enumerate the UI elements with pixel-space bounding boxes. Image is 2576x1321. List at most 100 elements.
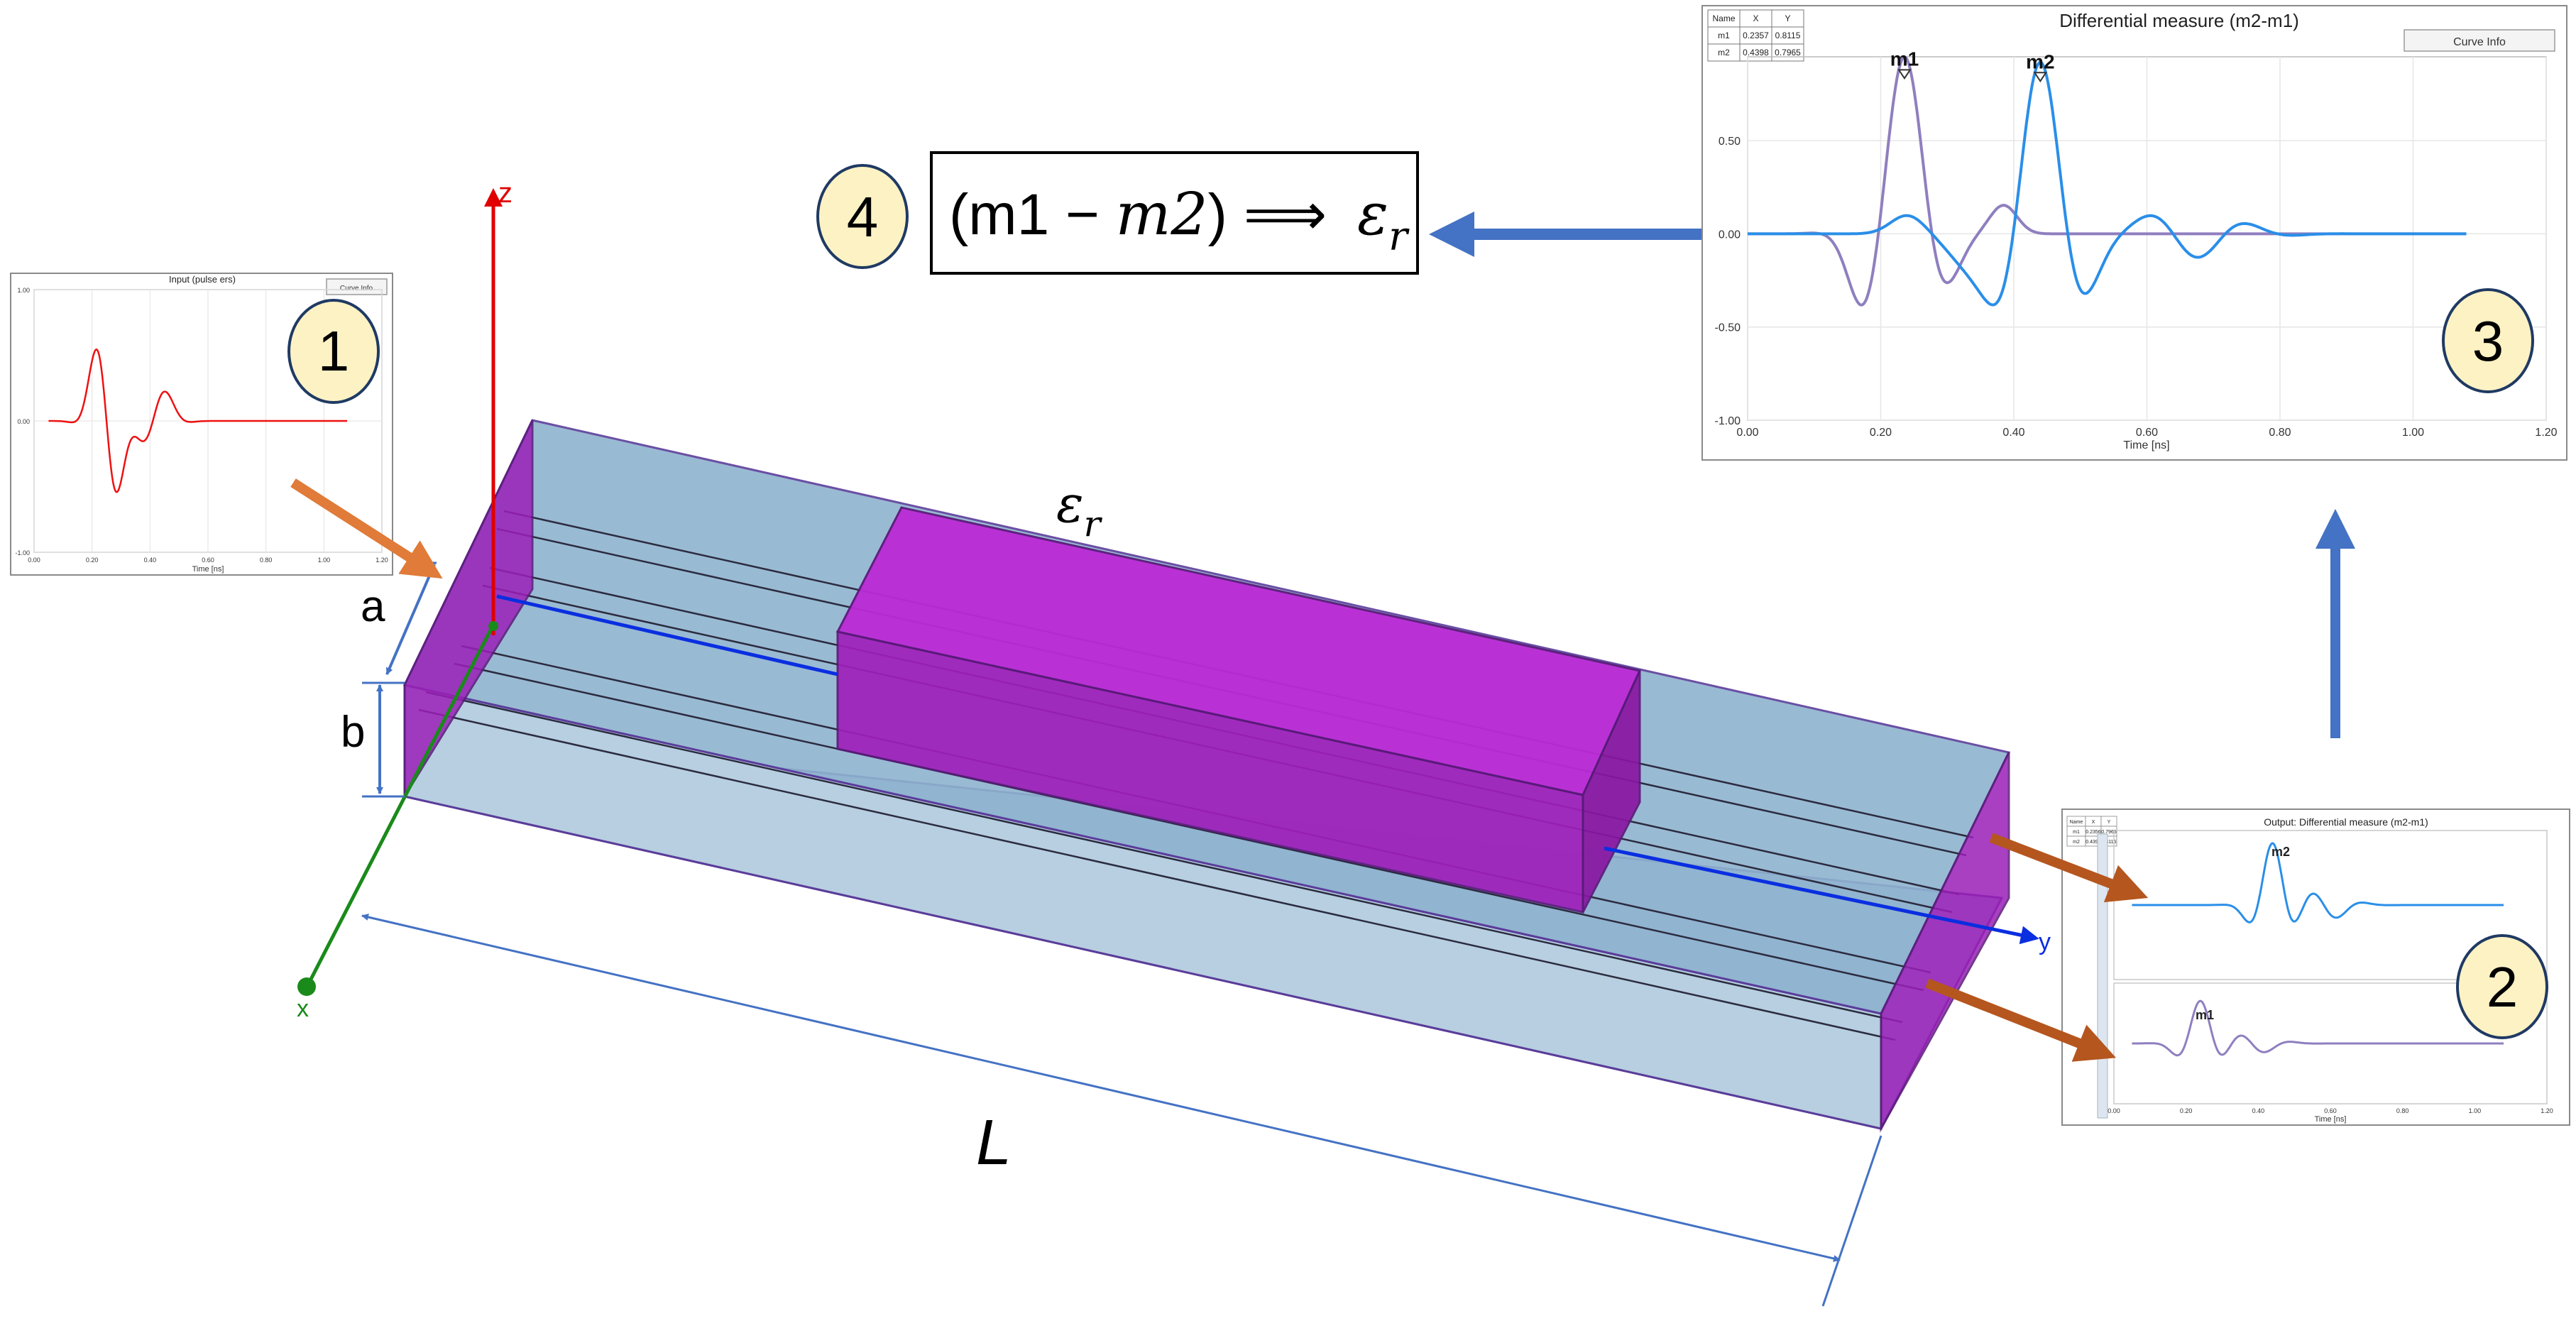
table-cell-text: 0.8115	[1775, 31, 1801, 40]
x-tick-label: 1.00	[2402, 427, 2424, 439]
table-cell-text: 0.8115	[2102, 840, 2117, 845]
plot-input-xticks: 0.00 0.20 0.40 0.60 0.80 1.00 1.20	[28, 557, 388, 564]
x-tick-label: 0.20	[2180, 1107, 2193, 1114]
propagation-line-left	[496, 594, 838, 676]
x-tick-label: 0.60	[2136, 427, 2158, 439]
x-tick-label: 0.40	[2252, 1107, 2265, 1114]
x-tick-label: 0.40	[144, 557, 157, 564]
x-tick-label: 1.20	[2535, 427, 2557, 439]
x-axis	[303, 623, 495, 992]
svg-text:3: 3	[2472, 309, 2504, 373]
table-cell	[1771, 43, 1804, 62]
x-tick-label: 0.40	[2002, 427, 2024, 439]
plot-output-marker-m2: m2	[2271, 845, 2290, 859]
step-badge-3: 3	[2442, 288, 2534, 393]
arrow-port-to-output-bottom	[1925, 978, 2117, 1062]
table-cell-text: 0.4397	[2086, 840, 2101, 845]
y-tick-label: 0.00	[1719, 229, 1741, 241]
marker-triangle	[1897, 69, 1912, 80]
y-tick-label: -1.00	[15, 549, 30, 557]
axis-label-y: y	[2039, 928, 2051, 955]
x-tick-label: 0.80	[2269, 427, 2291, 439]
dimension-L: L	[361, 914, 1882, 1307]
arrow-input-to-port	[290, 478, 443, 579]
dimension-b: b	[341, 681, 405, 798]
x-tick-label: 0.00	[28, 557, 40, 564]
plot-diff-panel: Differential measure (m2-m1) Curve Info …	[1701, 5, 2567, 461]
plot-input-legend[interactable]	[326, 278, 388, 295]
formula-box: (m1 − m2) ⟹ εr	[930, 151, 1419, 275]
plot-diff-legend[interactable]	[2404, 29, 2555, 52]
plot-diff-legend-label: Curve Info	[2453, 36, 2506, 48]
table-cell-text: Name	[2070, 820, 2083, 825]
x-tick-label: 0.20	[86, 557, 99, 564]
table-cell-text: Name	[1712, 13, 1735, 23]
table-cell	[1707, 9, 1741, 28]
y-tick-label: 1.00	[17, 287, 30, 294]
x-tick-label: 0.20	[1870, 427, 1892, 439]
input-port-face	[403, 420, 534, 801]
plot-input-xlabel: Time [ns]	[192, 565, 224, 574]
y-tick-label: 0.50	[1719, 136, 1741, 148]
plot-diff-title: Differential measure (m2-m1)	[2059, 10, 2299, 31]
table-cell-text: 0.2357	[1743, 31, 1769, 40]
x-tick-label: 0.60	[202, 557, 214, 564]
dimension-a: a	[361, 561, 437, 675]
table-cell	[1771, 26, 1804, 45]
svg-text:2: 2	[2487, 955, 2519, 1019]
output-port-face	[1880, 752, 2010, 1133]
table-cell-text: Y	[1785, 13, 1790, 23]
step-badge-2: 2	[2456, 934, 2548, 1039]
table-cell-text: 0.2356	[2086, 830, 2101, 835]
y-tick-label: -1.00	[1715, 415, 1741, 427]
marker-triangle	[2033, 72, 2048, 83]
plot-input-title: Input (pulse ers)	[169, 274, 236, 285]
x-tick-label: 0.80	[2396, 1107, 2409, 1114]
x-axis-head	[297, 977, 316, 996]
marker-label: m2	[2026, 50, 2054, 72]
dimension-a-label: a	[361, 582, 385, 631]
x-tick-label: 1.00	[318, 557, 331, 564]
step-badge-1: 1	[287, 299, 380, 404]
plot-input-legend-label: Curve Info	[340, 285, 373, 292]
plot-diff-curve-m2	[1748, 60, 2467, 307]
table-cell-text: m2	[2073, 840, 2080, 845]
x-tick-label: 0.80	[260, 557, 273, 564]
table-cell	[1707, 43, 1741, 62]
arrow-port-to-output-top	[1989, 833, 2149, 903]
x-tick-label: 0.00	[1736, 427, 1758, 439]
step-badge-4: 4	[816, 164, 909, 269]
x-tick-label: 0.00	[2108, 1107, 2120, 1114]
plot-diff-yticks: 0.50 0.00 -0.50 -1.00	[1715, 136, 1741, 427]
x-tick-label: 0.60	[2324, 1107, 2337, 1114]
dimension-L-label: L	[976, 1107, 1012, 1178]
table-cell-text: 0.4398	[1743, 48, 1769, 57]
plot-output-xticks: 0.00 0.20 0.40 0.60 0.80 1.00 1.20	[2108, 1107, 2553, 1114]
propagation-line-right	[1604, 846, 2039, 945]
plot-output-curve-m2	[2132, 842, 2504, 923]
table-cell-text: m1	[1718, 31, 1730, 40]
axis-label-z: z	[498, 177, 513, 209]
formula-text: (m1 − m2) ⟹ εr	[949, 181, 1410, 260]
plot-diff-xlabel: Time [ns]	[2123, 439, 2169, 451]
plot-diff-xticks: 0.00 0.20 0.40 0.60 0.80 1.00 1.20	[1736, 427, 2557, 439]
svg-text:1: 1	[318, 319, 350, 383]
x-tick-label: 1.00	[2469, 1107, 2482, 1114]
table-cell-text: Y	[2108, 820, 2111, 825]
table-cell-text: 0.7965	[1775, 48, 1801, 57]
table-cell-text: m2	[1718, 48, 1730, 57]
x-tick-label: 1.20	[376, 557, 388, 564]
svg-text:4: 4	[847, 185, 879, 248]
y-tick-label: 0.00	[17, 418, 30, 425]
plot-output-panel: Output: Differential measure (m2-m1) Nam…	[2061, 809, 2570, 1126]
y-tick-label: -0.50	[1715, 322, 1741, 334]
epsilon-label: εr	[1056, 474, 1103, 544]
table-cell	[1739, 9, 1772, 28]
axis-label-x: x	[297, 995, 309, 1022]
x-tick-label: 1.20	[2541, 1107, 2553, 1114]
plot-input-curve	[48, 348, 347, 493]
